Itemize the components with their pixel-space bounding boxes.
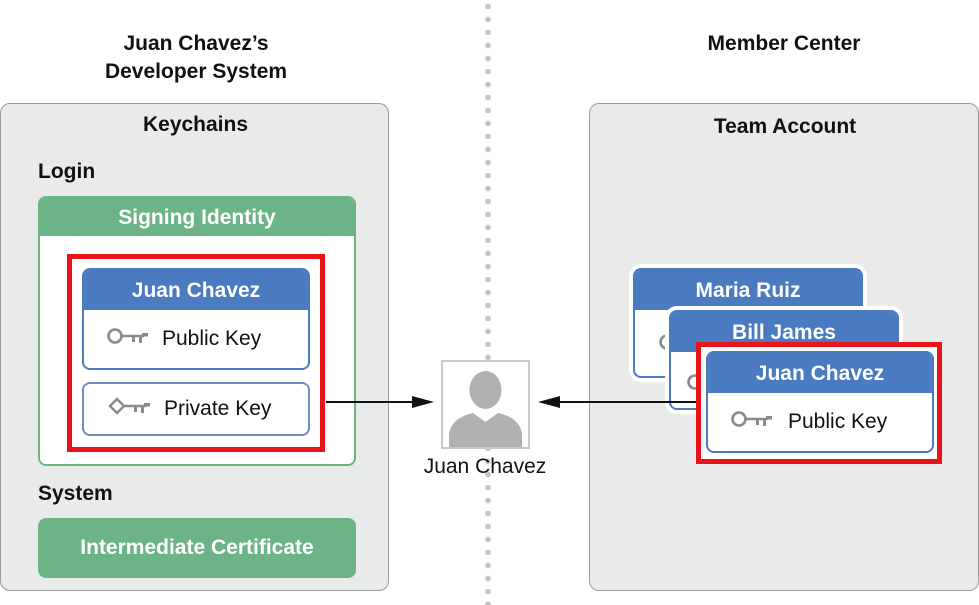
private-key-card: Private Key bbox=[82, 382, 310, 436]
public-key-row: Public Key bbox=[84, 310, 308, 368]
left-column-title: Juan Chavez’s Developer System bbox=[96, 30, 296, 86]
juan-chavez-card-right: Juan Chavez Public Key bbox=[706, 351, 934, 453]
keychains-panel: Keychains Login Signing Identity Juan Ch… bbox=[0, 103, 389, 591]
person-avatar bbox=[441, 360, 530, 449]
person-label: Juan Chavez bbox=[423, 455, 547, 478]
card-name: Juan Chavez bbox=[84, 270, 308, 310]
private-key-row: Private Key bbox=[84, 384, 308, 434]
public-key-icon bbox=[106, 326, 152, 352]
intermediate-certificate-box: Intermediate Certificate bbox=[38, 518, 356, 578]
signing-identity-header: Signing Identity bbox=[40, 198, 354, 236]
right-column-title: Member Center bbox=[707, 32, 861, 55]
left-column-title-line1: Juan Chavez’s bbox=[123, 32, 269, 55]
private-key-label: Private Key bbox=[164, 397, 272, 420]
public-key-icon-right bbox=[730, 409, 776, 435]
public-key-row-right: Public Key bbox=[708, 393, 932, 451]
highlight-frame-left bbox=[67, 254, 325, 452]
public-key-label: Public Key bbox=[162, 327, 262, 350]
arrow-left-to-person bbox=[326, 396, 434, 408]
system-label: System bbox=[38, 482, 113, 505]
private-key-icon bbox=[108, 396, 154, 422]
arrow-right-to-person bbox=[538, 396, 696, 408]
juan-chavez-name-right: Juan Chavez bbox=[708, 353, 932, 393]
team-account-title: Team Account bbox=[713, 115, 857, 138]
keychains-title: Keychains bbox=[142, 113, 249, 136]
public-key-label-right: Public Key bbox=[788, 410, 888, 433]
login-label: Login bbox=[38, 160, 96, 183]
juan-chavez-card-left: Juan Chavez Public Key bbox=[82, 268, 310, 370]
column-divider bbox=[485, 0, 491, 605]
left-column-title-line2: Developer System bbox=[104, 60, 288, 83]
highlight-frame-right bbox=[696, 342, 942, 464]
maria-ruiz-name: Maria Ruiz bbox=[635, 270, 861, 310]
person-silhouette-icon bbox=[449, 371, 522, 447]
